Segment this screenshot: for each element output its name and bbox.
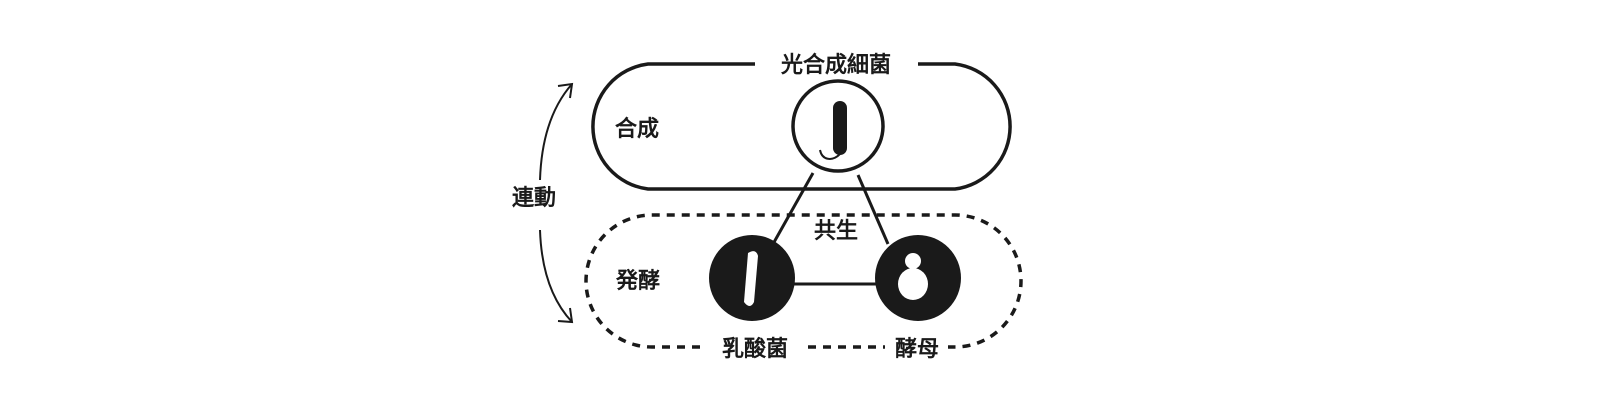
down-arrow-icon — [539, 229, 573, 323]
synthesis-label: 合成 — [615, 116, 659, 142]
symbiosis-label: 共生 — [814, 219, 858, 244]
title-label: 光合成細菌 — [780, 52, 891, 78]
lactic-label: 乳酸菌 — [722, 336, 788, 362]
yeast-icon — [875, 235, 961, 321]
lactic-acid-bacteria-icon — [709, 235, 795, 321]
photosynthetic-bacteria-icon — [791, 79, 885, 173]
up-arrow-icon — [539, 83, 573, 181]
link-arrows — [539, 82, 574, 324]
symbiosis-triangle — [771, 172, 890, 286]
link-label: 連動 — [512, 186, 556, 211]
fermentation-label: 発酵 — [615, 268, 660, 294]
synthesis-group-outline — [591, 62, 1012, 191]
yeast-label: 酵母 — [895, 336, 939, 362]
fermentation-group-outline — [584, 213, 1023, 349]
